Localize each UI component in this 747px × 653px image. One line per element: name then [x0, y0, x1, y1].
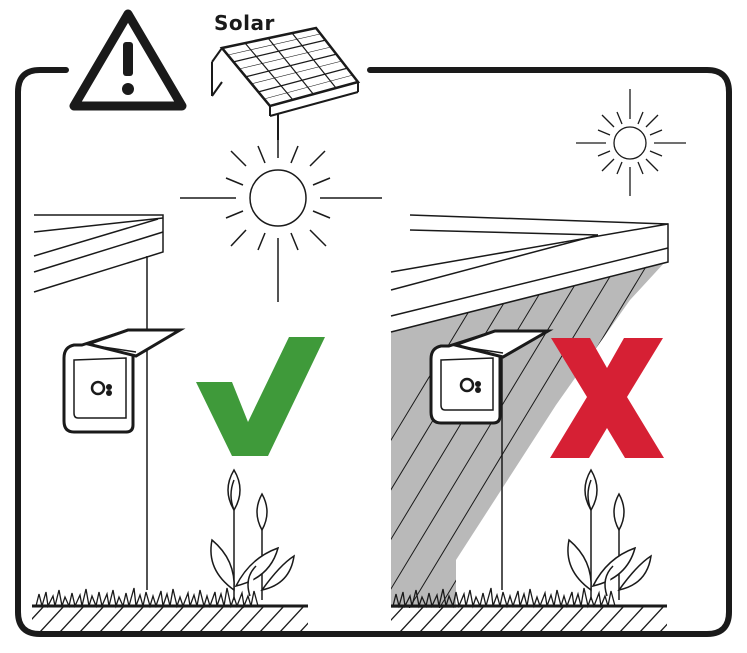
check-mark-icon [196, 337, 325, 456]
solar-panel-icon [211, 26, 361, 140]
roof-left [33, 214, 164, 590]
ground-right [391, 604, 667, 632]
plant-left [210, 468, 295, 600]
frame-border [15, 67, 732, 637]
plant-right [567, 468, 652, 600]
solar-lamp-left [62, 328, 186, 434]
warning-triangle-icon [69, 9, 187, 111]
sun-icon-small [576, 89, 686, 196]
ground-left [32, 604, 308, 632]
grass-left [35, 587, 259, 609]
x-mark-icon [550, 338, 664, 458]
roof-right [390, 214, 669, 590]
grass-right [392, 587, 616, 609]
solar-lamp-right [429, 329, 554, 425]
solar-label: Solar [214, 11, 275, 35]
sun-icon [180, 140, 382, 302]
